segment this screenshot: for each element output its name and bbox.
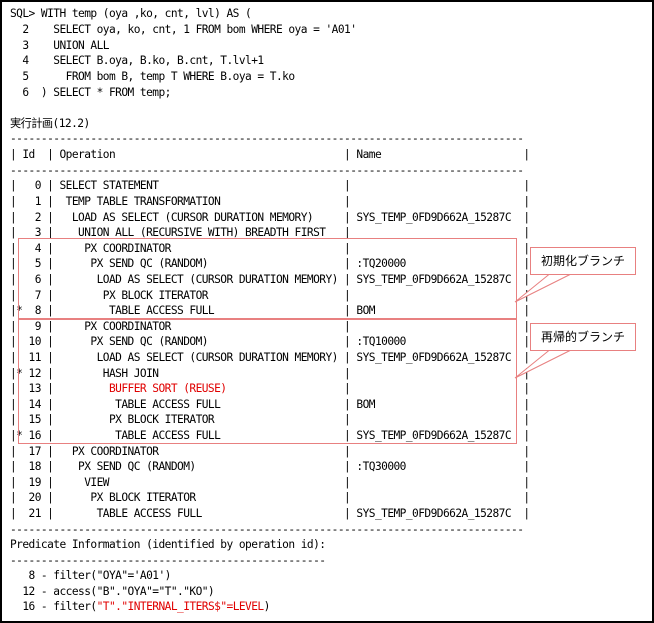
sql-line-5: 5 FROM bom B, temp T WHERE B.oya = T.ko xyxy=(10,70,295,83)
plan-row-2: | 2 | LOAD AS SELECT (CURSOR DURATION ME… xyxy=(10,211,530,224)
plan-row-17: | 17 | PX COORDINATOR | | xyxy=(10,445,530,458)
plan-row-13-id: | 13 | xyxy=(10,382,109,395)
plan-row-13: | 13 | BUFFER SORT (REUSE) | | xyxy=(10,381,530,397)
plan-row-16: |* 16 | TABLE ACCESS FULL | SYS_TEMP_0FD… xyxy=(10,429,530,442)
plan-row-9: | 9 | PX COORDINATOR | | xyxy=(10,320,530,333)
plan-row-6: | 6 | LOAD AS SELECT (CURSOR DURATION ME… xyxy=(10,273,530,286)
initial-branch-box xyxy=(18,238,517,320)
plan-title: 実行計画(12.2) xyxy=(10,117,90,130)
sql-line-1: SQL> WITH temp (oya ,ko, cnt, lvl) AS ( xyxy=(10,7,252,20)
predicate-16-prefix: 16 - filter( xyxy=(10,600,97,613)
predicate-title: Predicate Information (identified by ope… xyxy=(10,538,326,551)
recursive-branch-box xyxy=(18,318,517,444)
plan-header: | Id | Operation | Name | xyxy=(10,148,530,161)
plan-row-13-rest: | | xyxy=(226,382,530,395)
plan-row-12: |* 12 | HASH JOIN | | xyxy=(10,367,530,380)
predicate-divider: ----------------------------------------… xyxy=(10,554,326,567)
predicate-12: 12 - access("B"."OYA"="T"."KO") xyxy=(10,585,215,598)
plan-divider-mid: ----------------------------------------… xyxy=(10,164,524,177)
sql-line-4: 4 SELECT B.oya, B.ko, B.cnt, T.lvl+1 xyxy=(10,54,264,67)
plan-row-20: | 20 | PX BLOCK ITERATOR | | xyxy=(10,491,530,504)
plan-row-11: | 11 | LOAD AS SELECT (CURSOR DURATION M… xyxy=(10,351,530,364)
sql-line-3: 3 UNION ALL xyxy=(10,39,109,52)
plan-row-19: | 19 | VIEW | | xyxy=(10,476,530,489)
recursive-branch-callout: 再帰的ブランチ xyxy=(530,323,636,351)
plan-row-14: | 14 | TABLE ACCESS FULL | BOM | xyxy=(10,398,530,411)
predicate-16-suffix: ) xyxy=(263,600,271,613)
initial-branch-callout: 初期化ブランチ xyxy=(530,247,636,275)
plan-divider-bottom: ----------------------------------------… xyxy=(10,523,524,536)
predicate-8: 8 - filter("OYA"='A01') xyxy=(10,569,172,582)
recursive-callout-pointer xyxy=(514,347,576,379)
initial-callout-pointer xyxy=(514,271,576,303)
plan-row-1: | 1 | TEMP TABLE TRANSFORMATION | | xyxy=(10,195,530,208)
plan-row-8: |* 8 | TABLE ACCESS FULL | BOM | xyxy=(10,304,530,317)
sql-line-6: 6 ) SELECT * FROM temp; xyxy=(10,86,171,99)
predicate-16: 16 - filter("T"."INTERNAL_ITERS$"=LEVEL) xyxy=(10,599,270,615)
predicate-16-condition: "T"."INTERNAL_ITERS$"=LEVEL xyxy=(96,600,265,613)
plan-row-4: | 4 | PX COORDINATOR | | xyxy=(10,242,530,255)
plan-row-21: | 21 | TABLE ACCESS FULL | SYS_TEMP_0FD9… xyxy=(10,507,530,520)
plan-row-18: | 18 | PX SEND QC (RANDOM) | :TQ30000 | xyxy=(10,460,530,473)
plan-row-13-operation: BUFFER SORT (REUSE) xyxy=(108,382,227,395)
plan-row-3: | 3 | UNION ALL (RECURSIVE WITH) BREADTH… xyxy=(10,226,530,239)
plan-row-10: | 10 | PX SEND QC (RANDOM) | :TQ10000 | xyxy=(10,335,530,348)
plan-row-5: | 5 | PX SEND QC (RANDOM) | :TQ20000 | xyxy=(10,257,530,270)
plan-divider-top: ----------------------------------------… xyxy=(10,132,524,145)
sql-line-2: 2 SELECT oya, ko, cnt, 1 FROM bom WHERE … xyxy=(10,23,357,36)
plan-row-15: | 15 | PX BLOCK ITERATOR | | xyxy=(10,413,530,426)
plan-row-0: | 0 | SELECT STATEMENT | | xyxy=(10,179,530,192)
